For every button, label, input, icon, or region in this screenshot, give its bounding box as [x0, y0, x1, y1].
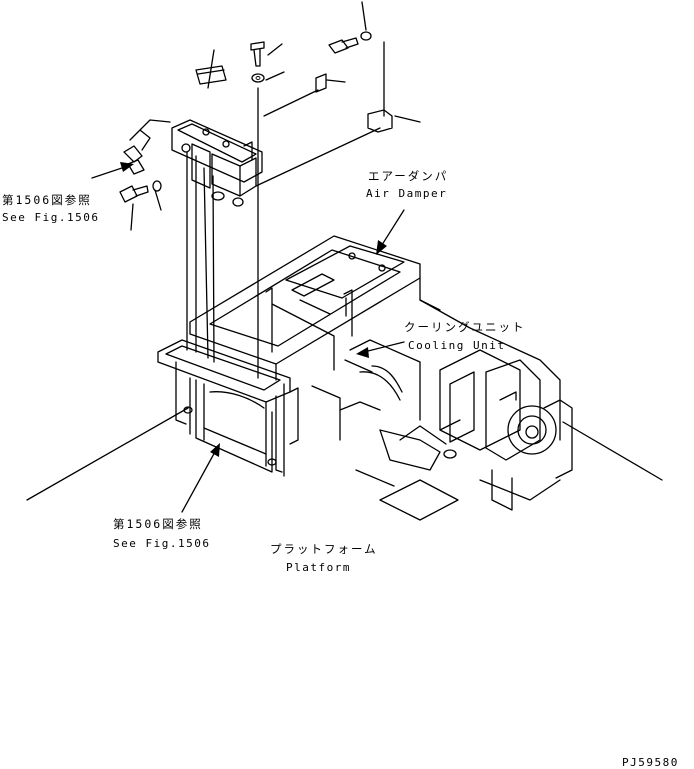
floor-frame [189, 235, 441, 381]
bolt-upper-center [250, 41, 265, 83]
bolt-left [119, 180, 162, 203]
platform-en-label: Platform [286, 561, 351, 574]
ref-upper-jp-label: 第1506図参照 [2, 193, 92, 207]
arrow-air-damper [376, 209, 405, 255]
arrow-lower-fig-ref [181, 443, 220, 513]
strip-part [195, 65, 227, 85]
part-leader-lines [130, 1, 421, 379]
ref-upper-en-label: See Fig.1506 [2, 211, 100, 224]
drawing-number: PJ59580 [622, 756, 679, 769]
arrow-cooling-unit [356, 341, 405, 358]
support-rods [186, 151, 215, 363]
platform [157, 339, 299, 477]
air-damper-jp-label: エアーダンパ [368, 169, 449, 183]
bolt-upper-right [328, 31, 372, 54]
arrow-upper-fig-ref [91, 162, 134, 179]
ref-lower-jp-label: 第1506図参照 [113, 517, 203, 531]
air-damper-en-label: Air Damper [366, 187, 448, 200]
damper-bracket-assembly [123, 119, 263, 207]
cooling-unit-en-label: Cooling Unit [408, 339, 506, 352]
cooling-unit-jp-label: クーリングユニット [404, 320, 526, 334]
ref-lower-en-label: See Fig.1506 [113, 537, 211, 550]
callout-lines [26, 359, 663, 501]
cooling-unit [311, 299, 573, 521]
platform-jp-label: プラットフォーム [270, 542, 378, 556]
clip-right [315, 73, 393, 133]
